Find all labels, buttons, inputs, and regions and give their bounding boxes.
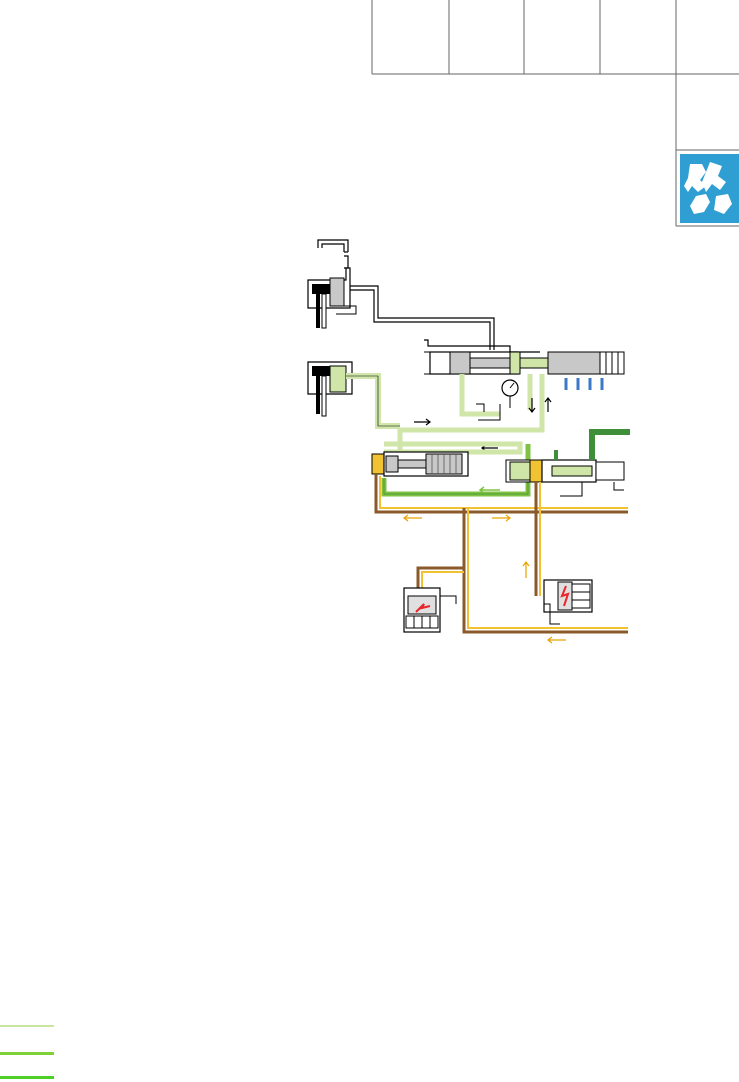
lightning-icon <box>560 585 570 607</box>
lightning-icon <box>415 603 431 613</box>
accent-bars <box>0 1025 54 1079</box>
return-lines <box>374 474 628 634</box>
gear-logo-icon <box>680 154 739 223</box>
main-valve-body <box>424 339 625 375</box>
lower-spool-assembly <box>371 441 531 497</box>
drain-markers <box>564 378 604 390</box>
upper-cylinder <box>307 267 495 350</box>
middle-cylinder <box>307 361 400 429</box>
top-connector <box>317 239 349 269</box>
feed-lines <box>397 374 545 452</box>
gauge-icon <box>501 379 519 408</box>
solenoid-valve-right <box>543 579 593 625</box>
right-actuator <box>505 429 630 497</box>
solenoid-valve-left <box>403 587 457 633</box>
